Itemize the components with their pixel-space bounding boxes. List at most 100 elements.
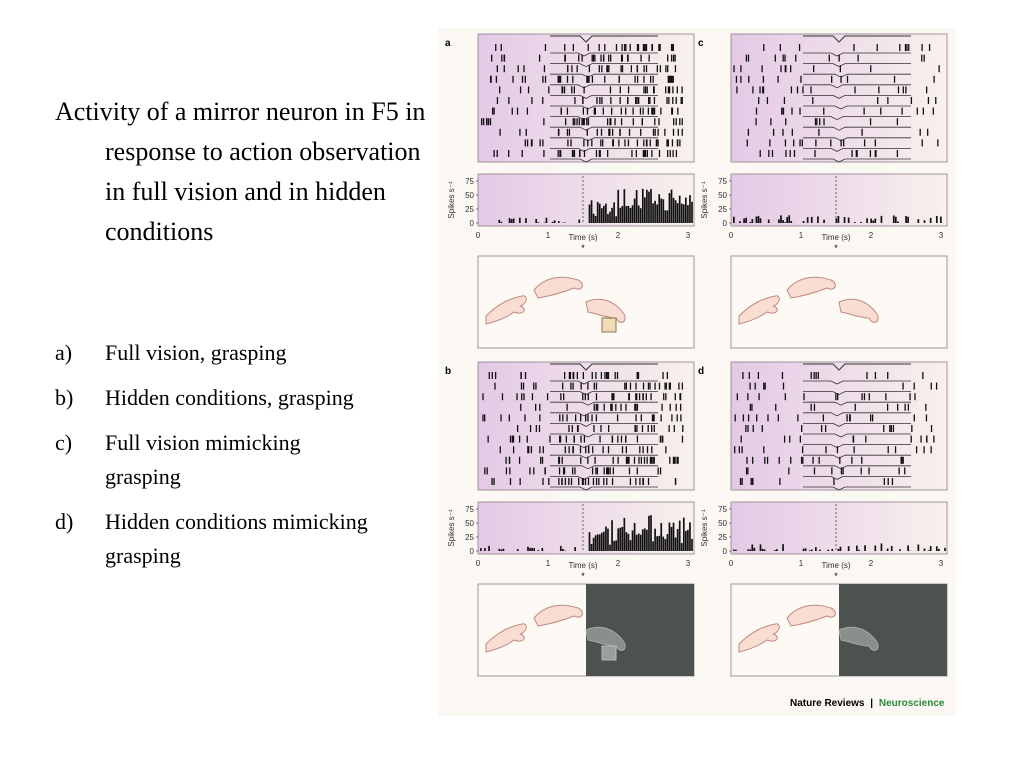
- histogram-bar: [646, 189, 648, 223]
- histogram-bar: [831, 549, 834, 551]
- histogram-bar: [516, 549, 519, 551]
- histogram-bar: [899, 549, 901, 551]
- movement-onset-marker: *: [834, 243, 838, 253]
- histogram-bar: [627, 533, 630, 551]
- alignment-trace: [803, 423, 911, 427]
- histogram-bar: [735, 549, 737, 551]
- movement-onset-marker: *: [834, 571, 838, 581]
- histogram-bar: [672, 197, 675, 223]
- histogram-bar: [802, 221, 805, 223]
- histogram-bar: [776, 549, 778, 551]
- alignment-trace: [803, 84, 911, 89]
- alignment-trace: [803, 126, 911, 131]
- histogram-bar: [751, 219, 754, 223]
- histogram-bar: [627, 205, 630, 223]
- histogram-bar: [847, 546, 850, 551]
- item-marker: a): [55, 340, 73, 365]
- alignment-trace: [803, 454, 911, 459]
- histogram-bar: [656, 536, 658, 551]
- histogram-bar: [917, 544, 920, 551]
- histogram-bar: [650, 515, 652, 551]
- y-tick-label: 50: [465, 519, 474, 528]
- histogram-bar: [858, 549, 860, 551]
- y-tick-label: 0: [723, 547, 728, 556]
- histogram-bar: [944, 547, 946, 551]
- histogram-bar: [564, 222, 566, 223]
- histogram-bar: [815, 547, 817, 551]
- histogram-bar: [668, 193, 671, 223]
- raster-plot: [477, 33, 695, 163]
- x-tick-label: 0: [476, 231, 481, 240]
- alignment-trace: [550, 433, 658, 438]
- alignment-trace: [803, 476, 911, 480]
- y-axis-label: Spikes s⁻¹: [700, 509, 709, 546]
- histogram-bar: [823, 219, 825, 223]
- histogram-bar: [837, 215, 840, 223]
- item-text: Hidden conditions, grasping: [105, 385, 354, 410]
- histogram-bar: [484, 548, 486, 551]
- x-tick-label: 0: [476, 559, 481, 568]
- experimenter-hand-start: [786, 276, 836, 299]
- histogram-bar: [866, 218, 868, 223]
- histogram-bar: [502, 548, 505, 551]
- histogram-bar: [870, 218, 873, 223]
- histogram-bar: [666, 534, 669, 551]
- y-axis-label: Spikes s⁻¹: [700, 181, 709, 218]
- histogram-bar: [678, 195, 681, 223]
- histogram-bar: [733, 549, 735, 551]
- x-axis-label: Time (s): [568, 561, 597, 570]
- histogram-bar: [907, 545, 909, 551]
- histogram-bar: [806, 217, 809, 223]
- credit-section: Neuroscience: [879, 698, 945, 709]
- histogram-bar: [635, 190, 638, 223]
- histogram-bar: [596, 201, 599, 223]
- histogram-bar: [531, 547, 533, 551]
- x-tick-label: 3: [686, 559, 691, 568]
- histogram-bar: [886, 548, 889, 551]
- x-tick-label: 1: [799, 559, 804, 568]
- histogram-bar: [598, 534, 601, 551]
- experimenter-hand-grasp: [585, 298, 626, 323]
- histogram-bar: [600, 532, 603, 551]
- alignment-trace: [803, 391, 911, 396]
- histogram-bar: [897, 221, 899, 223]
- experimenter-hand-grasp: [838, 298, 879, 323]
- histogram-bar: [664, 539, 667, 551]
- movement-onset-marker: *: [581, 571, 585, 581]
- histogram-bar: [880, 215, 883, 223]
- x-tick-label: 0: [729, 231, 734, 240]
- histogram-bar: [662, 199, 665, 223]
- histogram-bar: [790, 220, 793, 223]
- histogram-bar: [535, 218, 538, 223]
- histogram-bar: [664, 210, 667, 223]
- histogram-bar: [574, 547, 576, 551]
- histogram-bar: [753, 547, 756, 551]
- histogram-bar: [743, 218, 745, 223]
- alignment-trace: [550, 423, 658, 427]
- alignment-trace: [550, 95, 658, 99]
- histogram-bar: [639, 208, 642, 223]
- y-tick-label: 50: [718, 519, 727, 528]
- histogram-bar: [641, 188, 644, 223]
- monkey-hand: [738, 295, 780, 325]
- histogram-bar: [590, 543, 593, 551]
- y-tick-label: 75: [465, 177, 474, 186]
- histogram-bar: [512, 218, 515, 223]
- histogram-bar: [676, 529, 679, 551]
- grasp-illustration: [730, 255, 948, 349]
- histogram-bar: [733, 216, 735, 223]
- condition-list: a)Full vision, grasping b)Hidden conditi…: [55, 336, 435, 573]
- histogram-bar: [751, 544, 754, 551]
- histogram-bar: [658, 194, 661, 223]
- y-tick-label: 50: [718, 191, 727, 200]
- histogram-bar: [668, 522, 671, 551]
- histogram-bar: [810, 549, 813, 551]
- histogram-bar: [658, 535, 661, 551]
- histogram-bar: [637, 205, 640, 223]
- x-tick-label: 3: [939, 559, 944, 568]
- slide-title: Activity of a mirror neuron in F5 in res…: [55, 97, 426, 246]
- histogram-bar: [774, 550, 776, 551]
- histogram-bar: [905, 216, 907, 223]
